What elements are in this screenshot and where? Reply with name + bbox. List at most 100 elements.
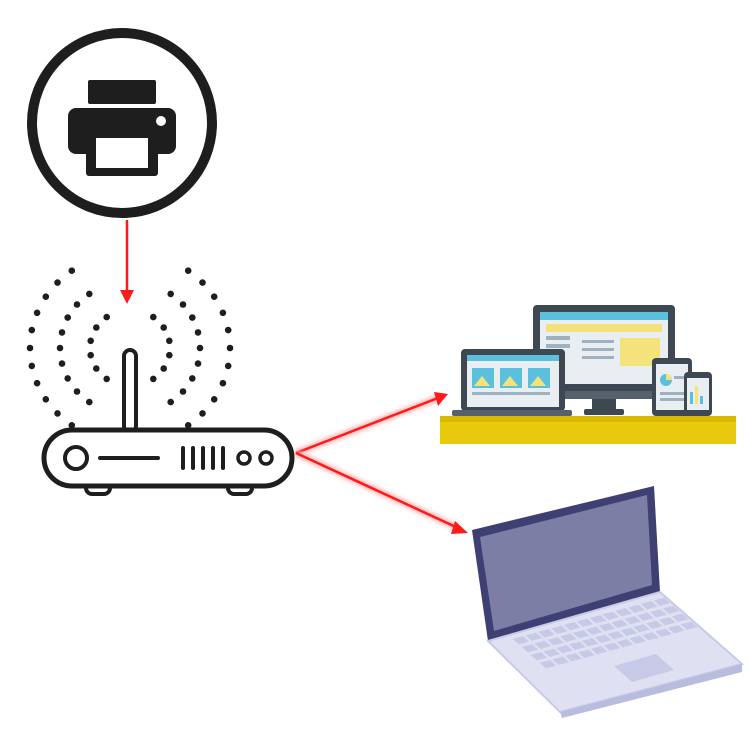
signal-dot bbox=[93, 324, 100, 331]
router-body bbox=[41, 427, 295, 489]
signal-dot bbox=[73, 388, 81, 395]
signal-dot bbox=[184, 267, 192, 275]
signal-dot bbox=[58, 360, 66, 367]
phone-icon bbox=[684, 372, 712, 416]
keyboard-key bbox=[646, 620, 663, 629]
keyboard-key bbox=[668, 625, 685, 634]
signal-dot bbox=[68, 267, 76, 275]
keyboard-key bbox=[591, 646, 608, 655]
signal-dot bbox=[166, 337, 173, 345]
keyboard-key bbox=[538, 629, 555, 638]
keyboard-key bbox=[642, 632, 659, 641]
signal-dot bbox=[194, 360, 202, 367]
devices-node bbox=[440, 305, 736, 444]
signal-dot bbox=[219, 309, 227, 317]
keyboard-key bbox=[573, 630, 590, 639]
signal-dot bbox=[103, 313, 110, 321]
wifi-signal-waves bbox=[26, 267, 234, 429]
signal-dot bbox=[189, 314, 196, 321]
printer-node bbox=[27, 28, 217, 218]
keyboard-key bbox=[628, 604, 645, 613]
small-laptop-icon bbox=[452, 349, 572, 416]
laptop-keyboard bbox=[512, 597, 698, 669]
signal-dot bbox=[42, 396, 50, 403]
arrow-router-to-laptop bbox=[294, 450, 468, 534]
arrow-printer-to-router bbox=[120, 220, 134, 304]
keyboard-key bbox=[512, 636, 530, 645]
signal-dot bbox=[28, 326, 36, 334]
keyboard-key bbox=[569, 641, 586, 650]
keyboard-key bbox=[543, 648, 560, 657]
signal-dot bbox=[160, 365, 167, 372]
signal-dot bbox=[68, 422, 76, 429]
keyboard-key bbox=[633, 624, 650, 633]
keyboard-key bbox=[616, 639, 634, 648]
keyboard-key bbox=[547, 637, 564, 646]
keyboard-key bbox=[552, 656, 569, 665]
keyboard-key bbox=[629, 635, 646, 644]
signal-dot bbox=[150, 375, 157, 383]
printer-icon bbox=[68, 80, 176, 176]
keyboard-key bbox=[671, 613, 689, 622]
router-antenna bbox=[122, 348, 138, 434]
signal-dot bbox=[199, 279, 206, 286]
signal-dot bbox=[73, 301, 81, 308]
signal-dot bbox=[179, 301, 187, 308]
signal-dot bbox=[210, 396, 218, 403]
keyboard-key bbox=[578, 649, 595, 658]
keyboard-key bbox=[589, 615, 607, 624]
signal-dot bbox=[87, 337, 94, 345]
keyboard-key bbox=[565, 653, 582, 662]
keyboard-key bbox=[594, 634, 612, 643]
signal-dot bbox=[26, 344, 34, 352]
signal-dot bbox=[166, 351, 173, 359]
signal-dot bbox=[226, 344, 234, 352]
laptop-icon bbox=[472, 486, 745, 718]
signal-dot bbox=[54, 279, 61, 286]
signal-dot bbox=[224, 362, 232, 370]
router-led-1 bbox=[236, 450, 252, 466]
keyboard-key bbox=[560, 633, 577, 642]
edges bbox=[120, 220, 468, 534]
signal-dot bbox=[184, 422, 192, 429]
tablet-icon bbox=[652, 358, 692, 416]
signal-dot bbox=[28, 362, 36, 370]
signal-dot bbox=[167, 398, 174, 406]
keyboard-key bbox=[607, 631, 625, 640]
keyboard-key bbox=[534, 640, 551, 649]
signal-dot bbox=[219, 379, 227, 387]
signal-dot bbox=[86, 398, 93, 406]
keyboard-key bbox=[659, 617, 676, 626]
signal-dot bbox=[33, 309, 41, 317]
signal-dot bbox=[224, 326, 232, 334]
laptop-node bbox=[472, 486, 745, 718]
keyboard-key bbox=[620, 627, 637, 636]
keyboard-key bbox=[539, 660, 557, 669]
keyboard-key bbox=[582, 638, 599, 647]
signal-dot bbox=[167, 290, 174, 298]
keyboard-key bbox=[603, 642, 621, 651]
signal-dot bbox=[150, 313, 157, 321]
keyboard-key bbox=[650, 609, 667, 618]
keyboard-key bbox=[653, 597, 671, 606]
signal-dot bbox=[54, 410, 61, 417]
keyboard-key bbox=[641, 601, 658, 610]
keyboard-key bbox=[556, 645, 573, 654]
keyboard-key bbox=[637, 612, 654, 621]
signal-dot bbox=[179, 388, 187, 395]
signal-dot bbox=[33, 379, 41, 387]
router-vent bbox=[181, 446, 225, 470]
signal-dot bbox=[196, 344, 204, 352]
signal-dot bbox=[64, 375, 71, 382]
keyboard-key bbox=[662, 605, 680, 614]
wifi-router-icon bbox=[26, 267, 295, 496]
keyboard-key bbox=[530, 652, 548, 661]
signal-dot bbox=[86, 290, 93, 298]
keyboard-key bbox=[521, 644, 539, 653]
router-power-light bbox=[63, 445, 89, 471]
signal-dot bbox=[103, 375, 110, 383]
signal-dot bbox=[210, 293, 218, 301]
arrow-router-to-devices bbox=[294, 392, 448, 456]
signal-dot bbox=[56, 344, 64, 352]
keyboard-key bbox=[624, 616, 641, 625]
